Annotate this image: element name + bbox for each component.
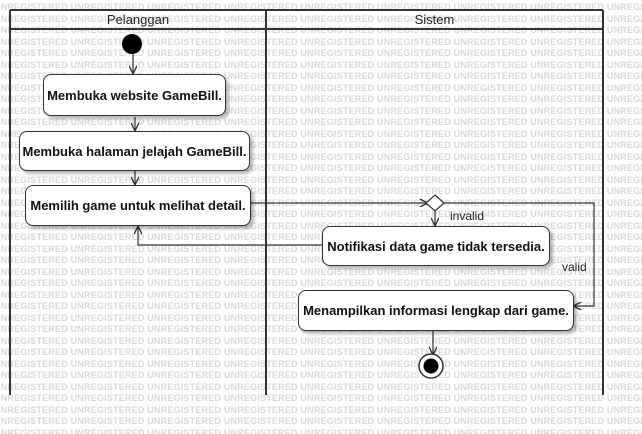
activity-show-info: Menampilkan informasi lengkap dari game. xyxy=(298,290,574,331)
activity-open-explore: Membuka halaman jelajah GameBill. xyxy=(19,131,250,171)
initial-node xyxy=(122,34,142,54)
swimlane-title-sistem: Sistem xyxy=(414,12,455,27)
decision-node xyxy=(425,194,445,212)
activity-show-info-label: Menampilkan informasi lengkap dari game. xyxy=(303,303,569,318)
guard-invalid-label: invalid xyxy=(450,209,485,223)
flow-decision-valid xyxy=(443,202,595,306)
swimlane-title-pelanggan: Pelanggan xyxy=(106,12,170,27)
activity-choose-game-label: Memilih game untuk melihat detail. xyxy=(30,198,246,213)
guard-valid-label: valid xyxy=(562,260,587,274)
activity-open-website: Membuka website GameBill. xyxy=(43,74,226,116)
final-node-core xyxy=(423,358,439,374)
activity-open-explore-label: Membuka halaman jelajah GameBill. xyxy=(22,143,247,159)
flow-notify-back-to-choose xyxy=(138,227,322,246)
activity-choose-game: Memilih game untuk melihat detail. xyxy=(25,185,251,226)
activity-notify-unavailable-label: Notifikasi data game tidak tersedia. xyxy=(327,238,545,254)
activity-open-website-label: Membuka website GameBill. xyxy=(47,87,222,103)
activity-notify-unavailable: Notifikasi data game tidak tersedia. xyxy=(322,226,550,266)
